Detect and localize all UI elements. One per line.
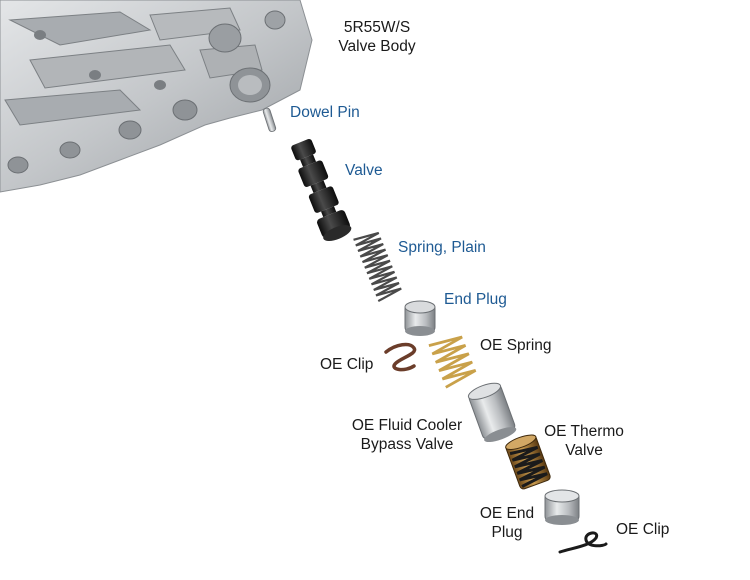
oe-clip-label-lower: OE Clip (616, 521, 670, 538)
plain-spring-part (353, 231, 402, 303)
valve-body-casting (0, 0, 313, 193)
oe-thermo-valve-part (505, 434, 551, 490)
oe-clip-label-upper: OE Clip (320, 356, 374, 373)
oe-clip-part-lower (558, 531, 608, 554)
end-plug-part (404, 300, 436, 336)
oe-fluid-cooler-label-line2: Bypass Valve (360, 436, 454, 453)
oe-end-plug-label: OE End Plug (474, 504, 540, 542)
oe-thermo-valve-label-line2: Valve (565, 442, 603, 459)
end-plug-label: End Plug (444, 291, 507, 308)
spring-plain-label: Spring, Plain (398, 239, 486, 256)
oe-fluid-cooler-label-line1: OE Fluid Cooler (351, 417, 463, 434)
valve-label: Valve (345, 162, 383, 179)
dowel-pin-label: Dowel Pin (290, 104, 360, 121)
valve-body-title-line2: Valve Body (338, 38, 416, 55)
valve-body-title: 5R55W/S Valve Body (327, 18, 427, 56)
oe-spring-part (428, 335, 477, 389)
oe-thermo-valve-label-line1: OE Thermo (544, 423, 624, 440)
oe-fluid-cooler-bypass-valve-part (467, 382, 517, 443)
oe-end-plug-label-line2: Plug (491, 524, 523, 541)
oe-fluid-cooler-label: OE Fluid Cooler Bypass Valve (344, 416, 470, 454)
oe-end-plug-label-line1: OE End (479, 505, 535, 522)
oe-clip-part-upper (384, 342, 417, 372)
oe-thermo-valve-label: OE Thermo Valve (538, 422, 630, 460)
oe-end-plug-part (544, 489, 580, 525)
valve-body-title-line1: 5R55W/S (343, 19, 411, 36)
dowel-pin-part (262, 107, 277, 132)
valve-part (291, 138, 352, 241)
oe-spring-label: OE Spring (480, 337, 552, 354)
